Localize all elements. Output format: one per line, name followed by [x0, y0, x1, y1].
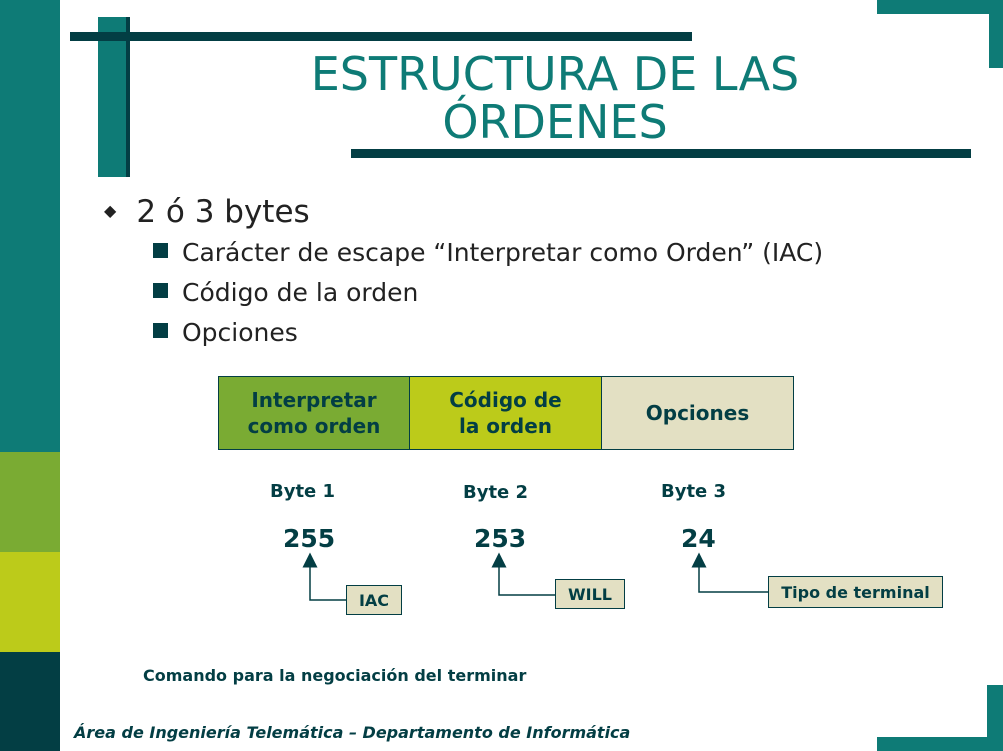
command-cell-code: Código de la orden [409, 376, 602, 450]
bullet-main-text: 2 ó 3 bytes [136, 194, 310, 230]
square-bullet-icon [153, 323, 168, 338]
sub-bullet-text: Código de la orden [182, 278, 419, 307]
arrow-terminal [691, 552, 768, 593]
slide-title-line2: ÓRDENES [442, 95, 668, 149]
command-cell-options: Opciones [601, 376, 794, 450]
command-cell-label: Interpretar como orden [247, 388, 381, 438]
sub-bullet: Carácter de escape “Interpretar como Ord… [153, 238, 823, 267]
command-cell-label: Opciones [645, 401, 750, 425]
title-vertical-bar [98, 17, 130, 177]
byte-value: 253 [474, 524, 527, 553]
byte-value: 255 [283, 524, 336, 553]
arrow-iac [302, 552, 346, 601]
slide-title-line1: ESTRUCTURA DE LAS [310, 47, 800, 101]
side-band-lime [0, 552, 60, 652]
sub-bullet: Código de la orden [153, 278, 418, 307]
arrow-will [491, 552, 555, 596]
sub-bullet-text: Carácter de escape “Interpretar como Ord… [182, 238, 824, 267]
slide-footer: Área de Ingeniería Telemática – Departam… [74, 723, 631, 742]
callout-will: WILL [555, 579, 625, 609]
corner-top-right [877, 0, 1003, 14]
bullet-main: ◆ 2 ó 3 bytes [104, 194, 310, 230]
callout-iac: IAC [346, 585, 402, 615]
title-underline-bar [351, 149, 971, 158]
top-horizontal-bar [70, 32, 692, 41]
corner-bottom-right-vertical [987, 685, 1003, 751]
corner-top-right-vertical [989, 0, 1003, 68]
side-band-dark [0, 652, 60, 751]
square-bullet-icon [153, 243, 168, 258]
corner-bottom-right [877, 737, 1003, 751]
callout-terminal-type: Tipo de terminal [768, 576, 943, 608]
command-cell-label: Código de la orden [449, 388, 562, 438]
slide-title: ESTRUCTURA DE LAS ÓRDENES [270, 50, 840, 146]
sub-bullet-text: Opciones [182, 318, 298, 347]
diamond-bullet-icon: ◆ [104, 201, 117, 220]
byte-value: 24 [681, 524, 716, 553]
side-band-teal [0, 0, 60, 452]
square-bullet-icon [153, 283, 168, 298]
diagram-caption: Comando para la negociación del terminar [143, 666, 527, 685]
side-band-green [0, 452, 60, 552]
sub-bullet: Opciones [153, 318, 298, 347]
command-cell-iac: Interpretar como orden [218, 376, 410, 450]
byte-label: Byte 3 [661, 481, 727, 502]
byte-label: Byte 1 [270, 481, 336, 502]
byte-label: Byte 2 [463, 482, 529, 503]
